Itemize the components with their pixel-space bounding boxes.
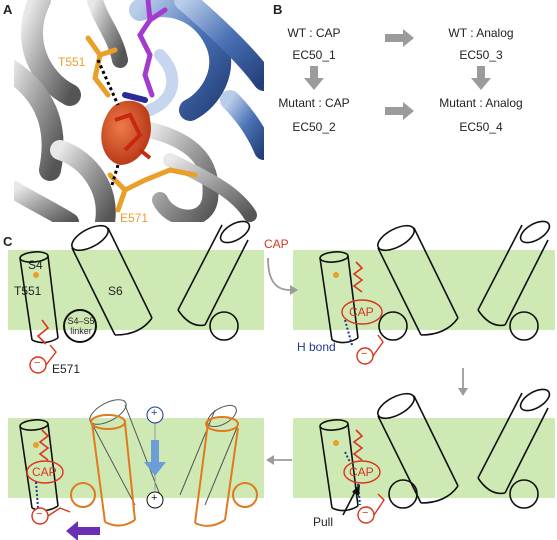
e571-label: E571: [52, 362, 81, 376]
h-bond-label: H bond: [297, 340, 336, 354]
linker-label-line1: S4–S5: [67, 316, 95, 326]
purple-chain: [137, 0, 168, 98]
state-3: [319, 388, 551, 512]
e571-structure-label: E571: [120, 211, 148, 225]
arrow-right-bottom: [385, 102, 414, 120]
minus-sign-3: −: [362, 507, 369, 519]
orange-residues: [85, 35, 198, 213]
blue-helix-group: [129, 0, 264, 160]
cap-bound-label-2: CAP: [349, 305, 374, 319]
wt-cap-ec50: EC50_1: [292, 48, 336, 62]
minus-sign-4: −: [36, 508, 43, 520]
arrow-right-top: [385, 29, 414, 47]
plus-sign-top: +: [151, 407, 158, 419]
arrow-down-left: [304, 66, 324, 90]
blue-arrow: [144, 440, 166, 476]
membrane-1: [8, 250, 264, 330]
mutant-cap-ec50: EC50_2: [292, 120, 336, 134]
wt-cap-label: WT : CAP: [287, 26, 341, 40]
linker-label-line2: linker: [70, 326, 92, 336]
cap-incoming-label: CAP: [264, 237, 289, 251]
s6-label: S6: [108, 284, 123, 298]
ligand-surface: [101, 100, 152, 165]
plus-sign-bottom: +: [151, 492, 158, 504]
wt-analog-label: WT : Analog: [448, 26, 514, 40]
panel-c-label: C: [3, 234, 13, 249]
state-2: [319, 220, 551, 344]
membrane-4: [293, 418, 555, 498]
pull-label: Pull: [313, 515, 334, 529]
linker-label: S4–S5 linker: [66, 316, 96, 336]
minus-sign-1: −: [34, 357, 41, 369]
membrane-2: [293, 250, 555, 330]
panel-b-label: B: [273, 2, 283, 17]
t551-structure-label: T551: [58, 55, 86, 69]
cap-bound-label-3: CAP: [349, 465, 374, 479]
purple-arrow: [66, 521, 100, 540]
minus-sign-2: −: [361, 348, 368, 360]
panel-a-label: A: [3, 2, 13, 17]
grey-helix-group: [14, 0, 257, 222]
state-1: [19, 220, 251, 344]
mutant-cap-label: Mutant : CAP: [278, 96, 350, 110]
wt-analog-ec50: EC50_3: [459, 48, 503, 62]
mutant-analog-label: Mutant : Analog: [439, 96, 523, 110]
mutant-analog-ec50: EC50_4: [459, 120, 503, 134]
t551-label: T551: [14, 284, 42, 298]
state-4: [19, 399, 258, 527]
s4-label: S4: [28, 258, 43, 272]
cap-bound-label-4: CAP: [32, 465, 57, 479]
arrow-down-right: [471, 66, 491, 90]
